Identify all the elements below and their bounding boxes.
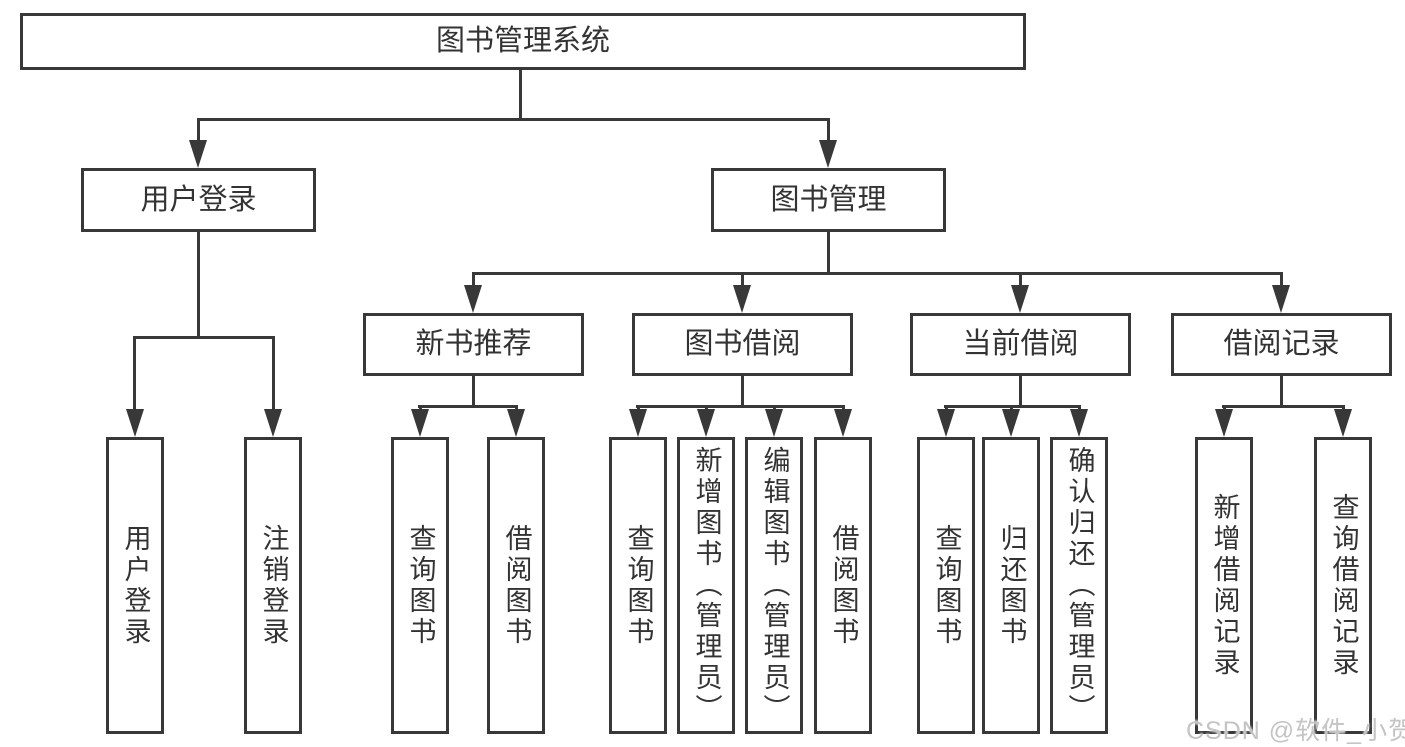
arrow-down-icon (1334, 409, 1352, 437)
leaf-query-books-borrowing: 查询图书 (609, 437, 667, 734)
connector-line (519, 69, 522, 118)
node-label: 确认归还（管理员） (1064, 446, 1095, 725)
node-label: 查询借阅记录 (1328, 492, 1359, 679)
arrow-down-icon (464, 285, 482, 313)
connector-line (1019, 272, 1022, 288)
leaf-confirm-return-admin: 确认归还（管理员） (1050, 437, 1108, 734)
node-borrowing-records: 借阅记录 (1171, 313, 1392, 376)
arrow-down-icon (507, 409, 525, 437)
connector-line (197, 118, 830, 121)
connector-line (741, 272, 744, 288)
arrow-down-icon (1011, 285, 1029, 313)
arrow-down-icon (697, 409, 715, 437)
arrow-down-icon (411, 409, 429, 437)
node-label: 查询图书 (623, 523, 654, 648)
arrow-down-icon (189, 140, 207, 168)
leaf-borrow-books-borrowing: 借阅图书 (814, 437, 872, 734)
leaf-borrow-books-recommend: 借阅图书 (487, 437, 545, 734)
node-user-login: 用户登录 (81, 168, 316, 232)
leaf-edit-books-admin: 编辑图书（管理员） (745, 437, 803, 734)
arrow-down-icon (765, 409, 783, 437)
connector-line (472, 376, 475, 405)
connector-line (472, 272, 475, 288)
node-label: 新书推荐 (415, 328, 532, 360)
arrow-down-icon (819, 140, 837, 168)
node-label: 图书管理系统 (435, 25, 610, 57)
arrow-down-icon (834, 409, 852, 437)
node-label: 查询图书 (405, 523, 436, 648)
node-new-book-recommend: 新书推荐 (363, 313, 584, 376)
connector-line (133, 336, 136, 412)
arrow-down-icon (629, 409, 647, 437)
connector-line (472, 272, 1283, 275)
connector-line (197, 232, 200, 336)
arrow-down-icon (1002, 409, 1020, 437)
node-label: 新增图书（管理员） (691, 446, 722, 725)
connector-line (827, 118, 830, 143)
connector-line (827, 232, 830, 272)
connector-line (636, 405, 845, 408)
arrow-down-icon (1070, 409, 1088, 437)
node-label: 图书借阅 (684, 328, 801, 360)
node-book-borrowing: 图书借阅 (632, 313, 853, 376)
node-label: 借阅记录 (1223, 328, 1340, 360)
leaf-add-borrow-record: 新增借阅记录 (1195, 437, 1253, 734)
arrow-down-icon (733, 285, 751, 313)
node-label: 借阅图书 (828, 523, 859, 648)
watermark: CSDN @软件_小贺同学 (1186, 717, 1405, 745)
node-label: 图书管理 (770, 183, 887, 216)
node-current-borrowing: 当前借阅 (910, 313, 1131, 376)
node-label: 借阅图书 (501, 523, 532, 648)
node-label: 用户登录 (120, 523, 151, 648)
node-label: 新增借阅记录 (1209, 492, 1240, 679)
arrow-down-icon (937, 409, 955, 437)
connector-line (1280, 272, 1283, 288)
connector-line (741, 376, 744, 405)
connector-line (1019, 376, 1022, 405)
leaf-add-books-admin: 新增图书（管理员） (677, 437, 735, 734)
leaf-return-books: 归还图书 (982, 437, 1040, 734)
arrow-down-icon (126, 409, 144, 437)
connector-line (418, 405, 518, 408)
leaf-user-login: 用户登录 (106, 437, 164, 734)
connector-line (197, 118, 200, 143)
node-label: 归还图书 (996, 523, 1027, 648)
leaf-logout: 注销登录 (244, 437, 302, 734)
arrow-down-icon (1215, 409, 1233, 437)
connector-line (1280, 376, 1283, 405)
node-label: 编辑图书（管理员） (759, 446, 790, 725)
leaf-query-books-current: 查询图书 (917, 437, 975, 734)
arrow-down-icon (264, 409, 282, 437)
arrow-down-icon (1272, 285, 1290, 313)
leaf-query-borrow-record: 查询借阅记录 (1314, 437, 1372, 734)
node-label: 查询图书 (931, 523, 962, 648)
connector-line (133, 336, 275, 339)
leaf-query-books-recommend: 查询图书 (391, 437, 449, 734)
node-book-management: 图书管理 (711, 168, 946, 232)
node-label: 用户登录 (140, 183, 257, 216)
connector-line (1222, 405, 1344, 408)
node-library-system: 图书管理系统 (20, 13, 1026, 70)
node-label: 当前借阅 (962, 328, 1079, 360)
node-label: 注销登录 (258, 523, 289, 648)
connector-line (272, 336, 275, 412)
